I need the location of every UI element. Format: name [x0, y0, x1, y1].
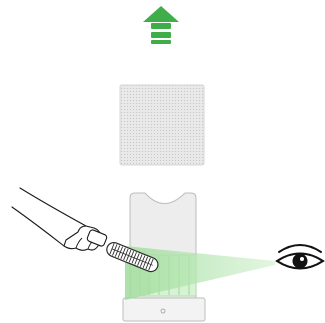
arrow-up-icon — [143, 6, 179, 44]
power-button-icon — [160, 308, 166, 314]
cleaning-brush-icon — [86, 229, 159, 273]
eye-icon — [275, 244, 325, 270]
filter-panel-icon — [119, 84, 205, 166]
sight-beam — [125, 246, 275, 300]
